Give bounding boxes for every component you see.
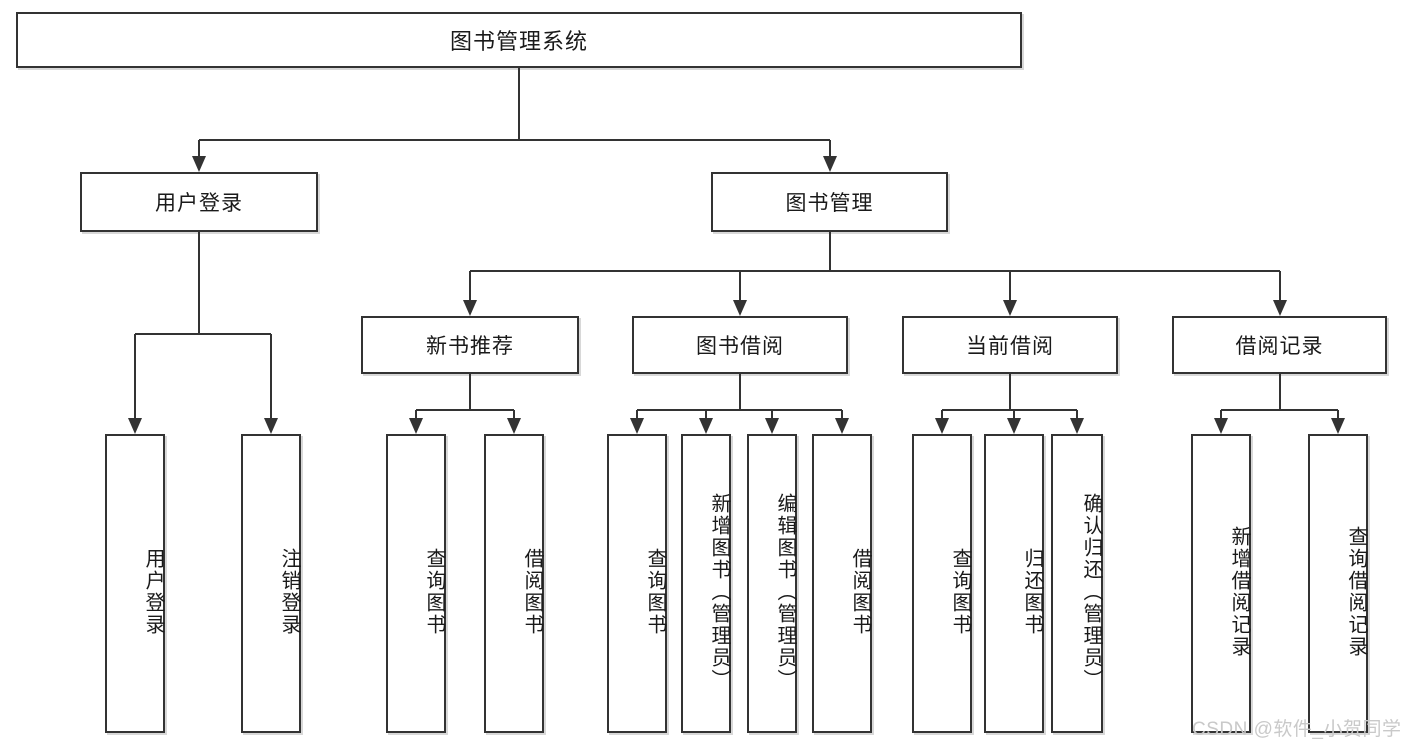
node-label: 新增借阅记录	[1228, 525, 1250, 658]
leaf-node-新增图书-管理员[interactable]: 新增图书（管理员）	[681, 434, 731, 733]
connector-vertical	[705, 410, 707, 418]
connector-vertical	[1278, 271, 1281, 300]
node-label: 借阅图书	[521, 547, 543, 636]
connector-root-bus	[199, 139, 830, 141]
connector-arrowhead	[822, 156, 837, 172]
node-label: 新增图书（管理员）	[708, 492, 730, 691]
connector-vertical	[415, 410, 417, 418]
connector-vertical	[1337, 410, 1339, 418]
connector-books-stem	[828, 232, 831, 271]
connector-branch-stem	[469, 374, 471, 410]
connector-arrowhead	[1007, 418, 1021, 434]
connector-vertical	[469, 271, 471, 300]
node-用户登录[interactable]: 用户登录	[80, 172, 318, 232]
leaf-node-归还图书[interactable]: 归还图书	[984, 434, 1044, 733]
connector-arrowhead	[1003, 300, 1017, 316]
node-新书推荐[interactable]: 新书推荐	[361, 316, 579, 374]
connector-branch-bus	[416, 409, 514, 411]
connector-vertical	[1009, 271, 1011, 300]
connector-books-bus	[470, 270, 1280, 272]
connector-arrowhead	[835, 418, 849, 434]
connector-vertical	[1076, 410, 1078, 418]
connector-branch-stem	[1278, 374, 1281, 410]
node-当前借阅[interactable]: 当前借阅	[902, 316, 1118, 374]
leaf-node-用户登录[interactable]: 用户登录	[105, 434, 165, 733]
leaf-node-查询借阅记录[interactable]: 查询借阅记录	[1308, 434, 1368, 733]
connector-vertical	[771, 410, 773, 418]
node-label: 图书管理系统	[449, 29, 588, 54]
connector-login-bus	[135, 333, 271, 335]
leaf-node-借阅图书-图书借阅[interactable]: 借阅图书	[812, 434, 872, 733]
node-借阅记录[interactable]: 借阅记录	[1172, 316, 1387, 374]
connector-branch-bus	[1221, 409, 1338, 411]
connector-branch-bus	[942, 409, 1077, 411]
leaf-node-注销登录[interactable]: 注销登录	[241, 434, 301, 733]
connector-arrowhead	[192, 156, 206, 172]
leaf-node-查询图书-新书推荐[interactable]: 查询图书	[386, 434, 446, 733]
node-label: 借阅记录	[1235, 335, 1324, 358]
connector-arrowhead	[630, 418, 644, 434]
connector-vertical	[1013, 410, 1015, 418]
connector-branch-bus	[637, 409, 842, 411]
connector-vertical	[636, 410, 638, 418]
node-label: 查询图书	[423, 547, 445, 636]
node-label: 图书借阅	[696, 335, 784, 358]
connector-arrowhead	[765, 418, 779, 434]
connector-vertical	[941, 410, 943, 418]
leaf-node-借阅图书-新书推荐[interactable]: 借阅图书	[484, 434, 544, 733]
node-label: 图书管理	[785, 192, 874, 215]
connector-vertical	[1220, 410, 1222, 418]
connector-arrowhead	[409, 418, 423, 434]
connector-vertical	[198, 140, 200, 156]
node-root-图书管理系统[interactable]: 图书管理系统	[16, 12, 1022, 68]
connector-vertical	[841, 410, 843, 418]
connector-vertical	[134, 334, 136, 418]
node-label: 用户登录	[155, 192, 243, 215]
connector-arrowhead	[699, 418, 713, 434]
node-label: 编辑图书（管理员）	[774, 492, 796, 691]
node-label: 查询图书	[949, 547, 971, 636]
node-label: 用户登录	[142, 547, 164, 636]
node-label: 确认归还（管理员）	[1080, 492, 1102, 691]
node-label: 借阅图书	[849, 547, 871, 636]
connector-arrowhead	[507, 418, 521, 434]
connector-branch-stem	[739, 374, 741, 410]
node-label: 查询借阅记录	[1345, 525, 1367, 658]
leaf-node-查询图书-当前借阅[interactable]: 查询图书	[912, 434, 972, 733]
connector-arrowhead	[128, 418, 142, 434]
connector-arrowhead	[1272, 300, 1287, 316]
connector-arrowhead	[1331, 418, 1345, 434]
connector-vertical	[828, 140, 831, 156]
connector-arrowhead	[1070, 418, 1084, 434]
connector-vertical	[739, 271, 741, 300]
leaf-node-新增借阅记录[interactable]: 新增借阅记录	[1191, 434, 1251, 733]
connector-arrowhead	[463, 300, 477, 316]
node-label: 归还图书	[1021, 547, 1043, 636]
csdn-watermark: CSDN @软件_小贺同学	[1192, 719, 1402, 740]
node-label: 查询图书	[644, 547, 666, 636]
node-图书管理[interactable]: 图书管理	[711, 172, 948, 232]
connector-login-stem	[198, 232, 200, 334]
connector-vertical	[270, 334, 272, 418]
node-label: 当前借阅	[966, 335, 1054, 358]
node-label: 新书推荐	[426, 335, 514, 358]
connector-arrowhead	[733, 300, 747, 316]
leaf-node-查询图书-图书借阅[interactable]: 查询图书	[607, 434, 667, 733]
node-图书借阅[interactable]: 图书借阅	[632, 316, 848, 374]
connector-root-stem	[518, 68, 520, 140]
connector-vertical	[513, 410, 515, 418]
connector-arrowhead	[264, 418, 278, 434]
connector-arrowhead	[935, 418, 949, 434]
connector-branch-stem	[1009, 374, 1011, 410]
node-label: 注销登录	[278, 547, 300, 636]
leaf-node-编辑图书-管理员[interactable]: 编辑图书（管理员）	[747, 434, 797, 733]
connector-arrowhead	[1214, 418, 1228, 434]
leaf-node-确认归还-管理员[interactable]: 确认归还（管理员）	[1051, 434, 1103, 733]
